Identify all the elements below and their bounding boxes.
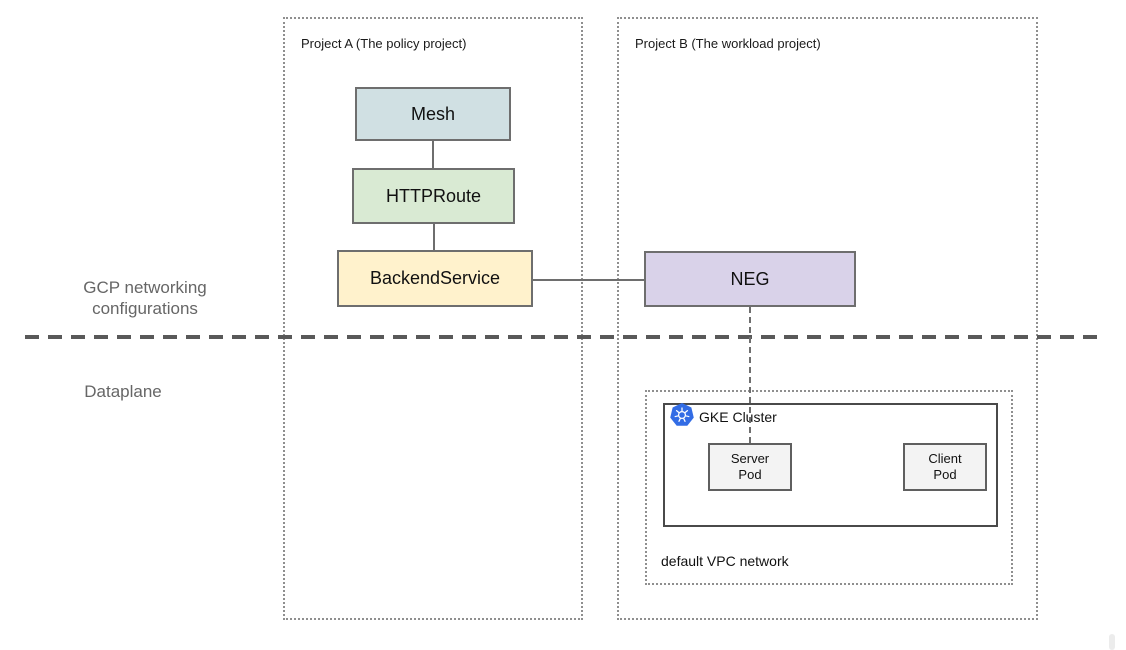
client-pod-node: Client Pod xyxy=(903,443,987,491)
kubernetes-icon xyxy=(670,403,694,426)
edge-httproute-backendservice xyxy=(433,224,435,250)
server-pod-label: Server Pod xyxy=(730,451,770,482)
neg-node: NEG xyxy=(644,251,856,307)
project-b-title: Project B (The workload project) xyxy=(635,36,821,51)
gcp-networking-configurations-label: GCP networking configurations xyxy=(83,278,207,318)
mesh-node-label: Mesh xyxy=(410,103,455,124)
backendservice-node-label: BackendService xyxy=(369,268,501,288)
edge-backendservice-neg xyxy=(533,279,644,281)
default-vpc-network-label: default VPC network xyxy=(661,553,789,569)
edge-mesh-httproute xyxy=(432,141,434,168)
gke-cluster-container: GKE Cluster xyxy=(663,403,998,527)
client-pod-label: Client Pod xyxy=(928,451,962,482)
scrollbar-thumb[interactable] xyxy=(1109,634,1115,650)
server-pod-node: Server Pod xyxy=(708,443,792,491)
neg-node-label: NEG xyxy=(730,268,770,289)
edge-neg-serverpod-dashed xyxy=(749,307,751,443)
gke-cluster-title: GKE Cluster xyxy=(699,409,777,425)
httproute-node-label: HTTPRoute xyxy=(385,185,482,206)
mesh-node: Mesh xyxy=(355,87,511,141)
project-b-container: Project B (The workload project) xyxy=(617,17,1038,620)
httproute-node: HTTPRoute xyxy=(352,168,515,224)
default-vpc-network-container: default VPC network xyxy=(645,390,1013,585)
section-divider-dashed-line xyxy=(25,335,1105,339)
dataplane-label: Dataplane xyxy=(84,382,162,401)
project-a-title: Project A (The policy project) xyxy=(301,36,467,51)
backendservice-node: BackendService xyxy=(337,250,533,307)
project-a-container: Project A (The policy project) xyxy=(283,17,583,620)
